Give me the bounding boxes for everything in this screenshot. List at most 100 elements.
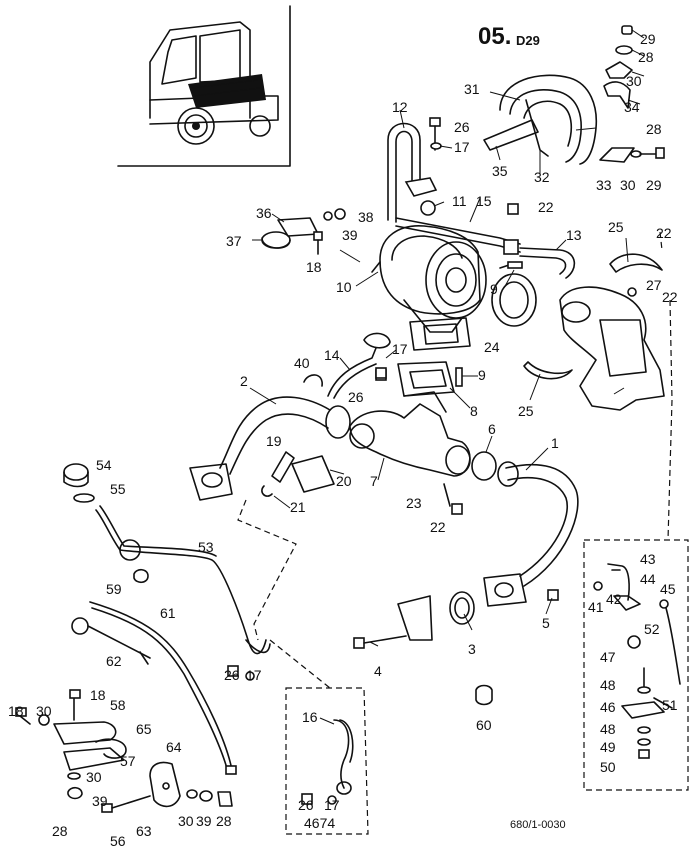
callout-22-top: 22 [538,199,554,215]
callout-20: 20 [336,473,352,489]
callout-9-lower: 9 [478,367,486,383]
callout-63: 63 [136,823,152,839]
callout-65: 65 [136,721,152,737]
gasket-8 [397,361,455,397]
callout-18-bottom: 18 [90,687,106,703]
callout-32: 32 [534,169,550,185]
callout-15: 15 [476,193,492,209]
callout-30-mid: 30 [620,177,636,193]
truck-location-inset [117,5,291,167]
callout-13: 13 [566,227,582,243]
callout-4: 4 [374,663,382,679]
turbocharger [371,225,487,333]
bolt-26-top [429,117,442,151]
callout-48-lower: 48 [600,721,616,737]
callout-46: 46 [600,699,616,715]
bush-60 [475,684,493,706]
callout-24: 24 [484,339,500,355]
callout-47: 47 [600,649,616,665]
callout-62: 62 [106,653,122,669]
dashed-link-left [237,499,297,641]
callout-53: 53 [198,539,214,555]
callout-17-turbo: 17 [392,341,408,357]
callout-28-top: 28 [638,49,654,65]
callout-30-lower: 30 [178,813,194,829]
callout-17-top: 17 [454,139,470,155]
clamp-25-bottom [523,361,573,380]
callout-50: 50 [600,759,616,775]
callout-29-top: 29 [640,31,656,47]
callout-12: 12 [392,99,408,115]
inset-detail-fuel-line [583,539,689,791]
bracket-group-57-58-65 [15,689,127,800]
bolt-23 [443,483,451,507]
plate-64 [101,761,233,813]
callout-39-bracket: 39 [342,227,358,243]
exhaust-pipe-1 [483,461,579,607]
bolt-4 [353,635,407,649]
callout-16: 16 [302,709,318,725]
callout-40: 40 [294,355,310,371]
callout-10: 10 [336,279,352,295]
callout-52: 52 [644,621,660,637]
callout-2: 2 [240,373,248,389]
oil-feed-pipe-12 [387,122,438,223]
cap-54 [63,463,89,488]
callout-17-mid: 17 [246,667,262,683]
callout-26-top: 26 [454,119,470,135]
callout-61: 61 [160,605,176,621]
clip-21 [261,485,273,497]
callout-54: 54 [96,457,112,473]
section-suffix: D29 [516,33,540,48]
exhaust-pipe-2 [189,396,351,501]
dipstick-61 [71,601,237,775]
clamp-25-top [609,253,663,273]
tube-19 [271,451,295,483]
callout-37: 37 [226,233,242,249]
section-code: 05. [478,23,511,50]
callout-51: 51 [662,697,678,713]
nut-5 [547,589,559,601]
pad-20 [291,455,335,493]
callout-5: 5 [542,615,550,631]
callout-28-mid: 28 [646,121,662,137]
callout-26-inset: 26 [298,797,314,813]
callout-25-top: 25 [608,219,624,235]
callout-18-bracket: 18 [306,259,322,275]
callout-9-upper: 9 [490,281,498,297]
seal-ring-6 [471,451,497,481]
callout-60: 60 [476,717,492,733]
callout-28-bottom-left: 28 [52,823,68,839]
callout-11: 11 [452,193,467,209]
callout-64: 64 [166,739,182,755]
callout-29-mid: 29 [646,177,662,193]
callout-6: 6 [488,421,496,437]
bolt-26-mid [227,665,255,681]
callout-45: 45 [660,581,676,597]
callout-26-mid: 26 [224,667,240,683]
callout-19: 19 [266,433,282,449]
callout-43: 43 [640,551,656,567]
gasket-24 [491,273,537,327]
callout-34: 34 [624,99,640,115]
callout-55: 55 [110,481,126,497]
callout-56: 56 [110,833,126,849]
drawing-reference: 680/1-0030 [510,819,566,831]
callout-3: 3 [468,641,476,657]
callout-58: 58 [110,697,126,713]
callout-labels: 1 2 3 4 5 6 7 8 9 9 10 11 12 13 14 15 16… [8,31,678,849]
callout-35: 35 [492,163,508,179]
callout-22-elbow: 22 [662,289,678,305]
callout-31: 31 [464,81,480,97]
callout-28-bottom: 28 [216,813,232,829]
manifold-7 [349,391,471,477]
ring-40 [303,374,323,387]
callout-7: 7 [370,473,378,489]
callout-14: 14 [324,347,340,363]
callout-21: 21 [290,499,306,515]
callout-1: 1 [551,435,559,451]
callout-41: 41 [588,599,604,615]
exhaust-elbow [559,286,665,411]
inset-detail-4674 [285,687,369,835]
